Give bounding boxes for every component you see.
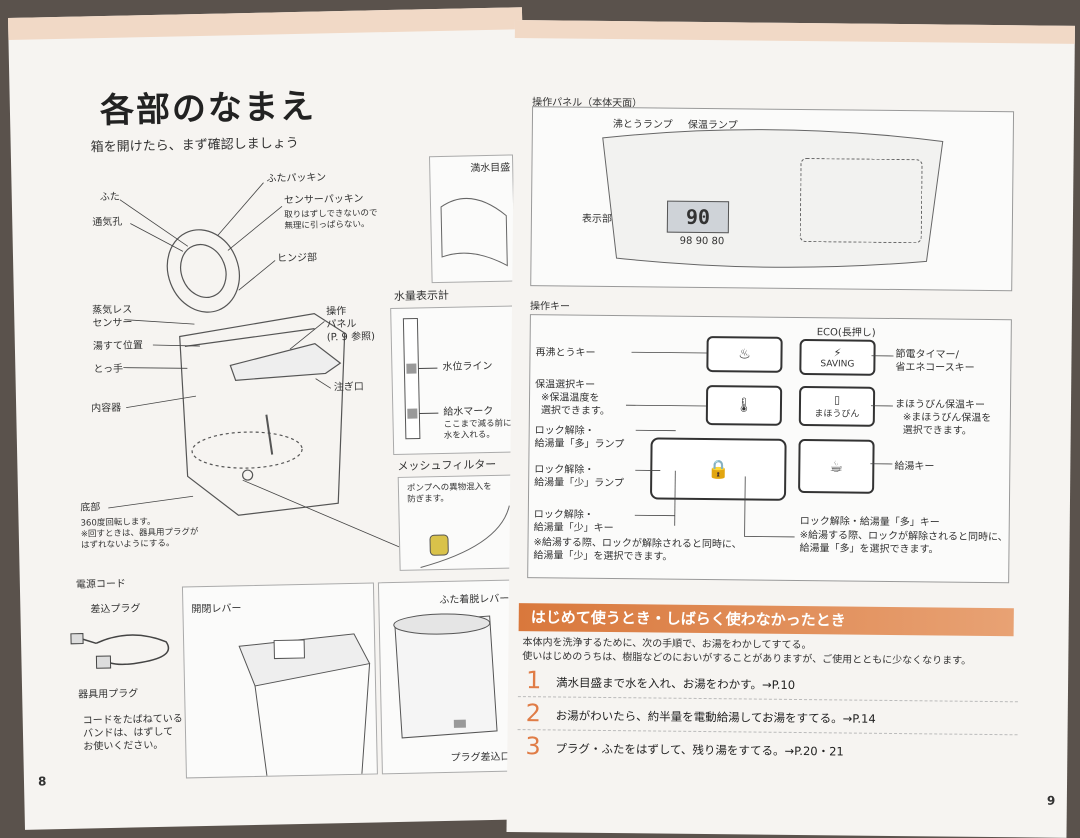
step-2: 2 お湯がわいたら、約半量を電動給湯してお湯をすてる。→P.14 <box>518 699 1018 735</box>
intro-text-2: 使いはじめのうちは、樹脂などのにおいがすることがありますが、ご使用とともに少なく… <box>522 650 971 668</box>
label-hyoujibu: 表示部 <box>582 213 612 226</box>
mansui-box: 満水目盛 <box>429 154 516 283</box>
label-teibu: 底部 <box>80 501 100 514</box>
label-sousa-panel: 操作 パネル (P. 9 参照) <box>326 304 375 344</box>
label-hinge: ヒンジ部 <box>277 252 317 266</box>
first-use-banner: はじめて使うとき・しばらく使わなかったとき <box>519 603 1014 636</box>
label-sensor-note: 取りはずしできないので 無理に引っぱらない。 <box>284 208 378 232</box>
page-number-right: 9 <box>1047 794 1056 808</box>
left-page: 各部のなまえ 箱を開けたら、まず確認しましょう <box>8 7 539 830</box>
label-yusute: 湯すて位置 <box>93 339 143 353</box>
label-jouki-sensor: 蒸気レス センサー <box>92 303 133 330</box>
kaihei-box: 開閉レバー <box>182 582 378 778</box>
step-3: 3 プラグ・ふたをはずして、残り湯をすてる。→P.20・21 <box>517 732 1017 767</box>
panel-keys-mini <box>800 158 923 243</box>
label-sousa-key: 操作キー <box>530 300 570 313</box>
label-mesh: メッシュフィルター <box>397 458 496 474</box>
futa-lever-box: ふた着脱レバー プラグ差込口 <box>378 579 526 774</box>
panel-box: 沸とうランプ 保温ランプ 表示部 90 98 90 80 <box>530 106 1014 291</box>
label-kyusui-mark: 給水マーク <box>443 405 493 419</box>
label-plug-sashikomi: プラグ差込口 <box>450 751 510 765</box>
key-leaders <box>509 314 1012 579</box>
label-futa: ふた <box>100 191 120 204</box>
cord-illustration <box>71 617 182 689</box>
step-number: 3 <box>525 732 541 760</box>
label-futtou-lamp: 沸とうランプ <box>613 118 673 132</box>
label-teibu-note: 360度回転します。 ※回すときは、器具用プラグが はずれないようにする。 <box>80 516 198 552</box>
page-number-left: 8 <box>38 774 47 788</box>
label-totte: とっ手 <box>93 363 123 377</box>
step-text: 満水目盛まで水を入れ、お湯をわかす。→P.10 <box>556 674 795 693</box>
lcd-value: 90 <box>686 205 710 229</box>
step-number: 1 <box>526 666 542 694</box>
step-number: 2 <box>526 699 542 727</box>
label-sosogi: 注ぎ口 <box>334 381 364 395</box>
step-text: プラグ・ふたをはずして、残り湯をすてる。→P.20・21 <box>555 740 844 759</box>
label-kyusui-note: ここまで減る前に 水を入れる。 <box>444 419 512 443</box>
label-suii-line: 水位ライン <box>442 360 492 374</box>
label-suiryou: 水量表示計 <box>394 289 449 304</box>
label-kigu-plug: 器具用プラグ <box>78 687 138 701</box>
label-futa-packing: ふたパッキン <box>266 171 326 185</box>
label-naiyouki: 内容器 <box>91 402 121 416</box>
lcd-display: 90 <box>667 201 729 234</box>
lcd-scale: 98 90 80 <box>680 235 725 248</box>
step-1: 1 満水目盛まで水を入れ、お湯をわかす。→P.10 <box>518 666 1018 702</box>
label-dengen: 電源コード <box>76 578 126 592</box>
label-hoon-lamp: 保温ランプ <box>688 119 738 133</box>
step-text: お湯がわいたら、約半量を電動給湯してお湯をすてる。→P.14 <box>556 707 876 726</box>
suiryou-box: 水位ライン 給水マーク ここまで減る前に 水を入れる。 <box>390 305 519 455</box>
label-sensor-packing: センサーパッキン <box>284 193 364 208</box>
right-page: 操作パネル（本体天面） 沸とうランプ 保温ランプ 表示部 90 98 90 80… <box>506 20 1074 838</box>
label-tsukikou: 通気孔 <box>92 216 122 230</box>
label-cord-note: コードをたばねている バンドは、はずして お使いください。 <box>83 712 184 753</box>
label-sashikomi: 差込プラグ <box>90 602 140 616</box>
mesh-box: ポンプへの異物混入を 防ぎます。 <box>398 474 522 571</box>
